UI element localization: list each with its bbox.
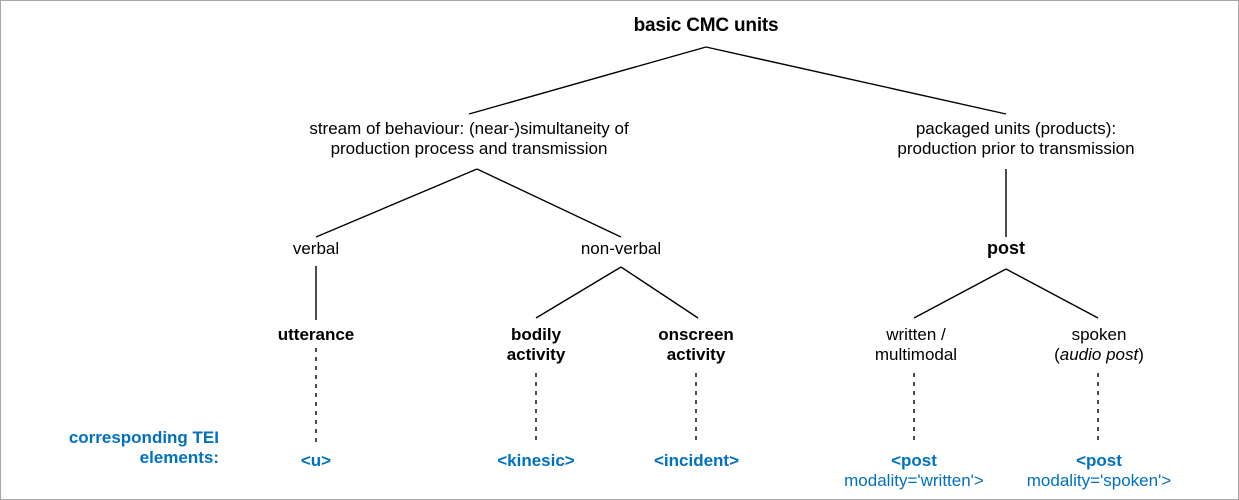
connector-nonverbal-to-bodily	[535, 266, 622, 319]
node-onscreen-activity-line2: activity	[666, 345, 726, 365]
node-non-verbal: non-verbal	[551, 239, 691, 259]
node-packaged-units: packaged units (products): production pr…	[856, 119, 1176, 159]
connector-root-to-packaged	[705, 46, 1007, 115]
connector-post-to-written	[913, 268, 1007, 319]
connector-stream-to-verbal	[315, 168, 478, 238]
node-packaged-units-line2: production prior to transmission	[897, 139, 1135, 159]
node-bodily-activity-line1: bodily	[510, 325, 562, 344]
tei-element-u: <u>	[246, 451, 386, 471]
connector-root-to-stream	[468, 46, 707, 115]
tei-element-kinesic-label: <kinesic>	[497, 451, 575, 470]
node-onscreen-activity-line1: onscreen	[658, 325, 734, 344]
node-spoken-audio-post-italic: audio post	[1059, 345, 1139, 365]
node-non-verbal-label: non-verbal	[580, 239, 662, 258]
connector-stream-to-nonverbal	[476, 168, 622, 238]
tei-element-incident: <incident>	[619, 451, 774, 471]
tei-element-kinesic: <kinesic>	[466, 451, 606, 471]
node-spoken-audio-post: spoken (audio post)	[1021, 325, 1177, 365]
tei-element-post-written-line2: modality='written'>	[844, 471, 984, 491]
node-spoken-audio-post-line1: spoken	[1071, 325, 1127, 344]
node-onscreen-activity: onscreen activity	[621, 325, 771, 365]
connector-post-to-spoken	[1005, 268, 1099, 319]
node-packaged-units-line1: packaged units (products):	[915, 119, 1117, 138]
node-written-multimodal: written / multimodal	[841, 325, 991, 365]
node-bodily-activity-line2: activity	[506, 345, 566, 365]
node-basic-cmc-units: basic CMC units	[556, 15, 856, 37]
node-post: post	[936, 238, 1076, 259]
node-utterance: utterance	[246, 325, 386, 345]
node-bodily-activity: bodily activity	[466, 325, 606, 365]
tei-element-u-label: <u>	[300, 451, 332, 470]
tei-element-incident-label: <incident>	[653, 451, 740, 470]
tei-element-post-spoken-line2: modality='spoken'>	[1026, 471, 1172, 491]
tei-element-post-spoken: <post modality='spoken'>	[1011, 451, 1187, 492]
node-spoken-paren-close: )	[1138, 345, 1144, 365]
tei-elements-caption: corresponding TEI elements:	[19, 428, 219, 469]
node-spoken-paren-open: (	[1054, 345, 1060, 365]
tei-elements-caption-line1: corresponding TEI	[68, 428, 219, 447]
node-written-multimodal-line1: written /	[886, 325, 946, 344]
node-stream-of-behaviour: stream of behaviour: (near-)simultaneity…	[269, 119, 669, 159]
node-written-multimodal-line2: multimodal	[874, 345, 958, 365]
connector-nonverbal-to-onscreen	[620, 266, 699, 319]
node-utterance-label: utterance	[277, 325, 355, 344]
node-verbal: verbal	[246, 239, 386, 259]
node-spoken-audio-post-line2: (audio post)	[1021, 345, 1177, 365]
tei-element-post-written-line1: <post	[891, 451, 937, 470]
tei-elements-caption-line2: elements:	[139, 448, 219, 468]
node-stream-of-behaviour-line1: stream of behaviour: (near-)simultaneity…	[309, 119, 629, 138]
node-stream-of-behaviour-line2: production process and transmission	[330, 139, 608, 159]
node-post-label: post	[987, 238, 1025, 258]
tei-element-post-spoken-line1: <post	[1076, 451, 1122, 470]
tei-element-post-written: <post modality='written'>	[829, 451, 999, 492]
node-verbal-label: verbal	[292, 239, 340, 258]
node-basic-cmc-units-label: basic CMC units	[633, 15, 779, 36]
